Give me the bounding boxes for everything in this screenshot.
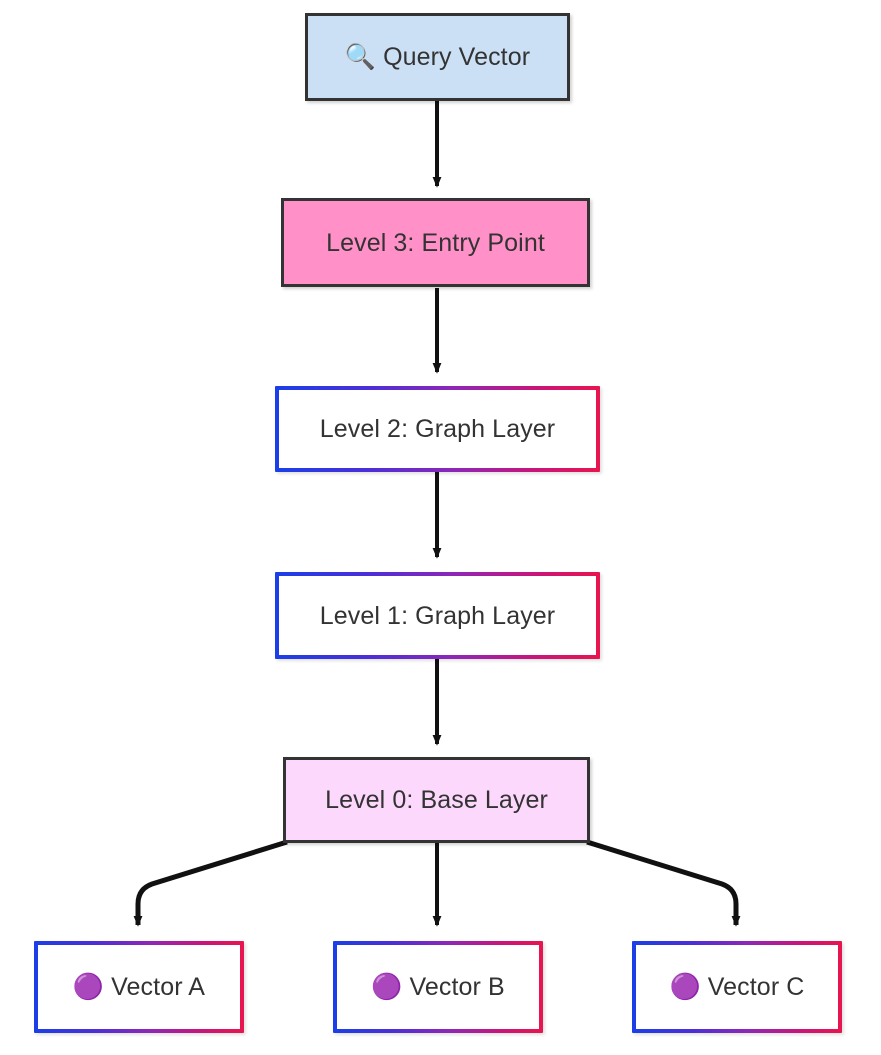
magnifier-icon: 🔍 bbox=[344, 42, 377, 71]
node-query-vector[interactable]: 🔍 Query Vector bbox=[305, 13, 570, 101]
node-level1-label: Level 1: Graph Layer bbox=[319, 601, 556, 630]
purple-circle-icon: 🟣 bbox=[72, 972, 105, 1001]
node-vector-c-content: 🟣 Vector C bbox=[670, 972, 805, 1002]
node-query-vector-content: 🔍 Query Vector bbox=[345, 42, 530, 72]
node-vector-c-label: Vector C bbox=[707, 973, 805, 1001]
node-vector-a[interactable]: 🟣 Vector A bbox=[34, 941, 244, 1033]
node-level2-label: Level 2: Graph Layer bbox=[319, 415, 556, 443]
edge-level0-to-vectorA bbox=[133, 839, 288, 927]
purple-circle-icon: 🟣 bbox=[669, 972, 701, 1001]
node-vector-b-content: 🟣 Vector B bbox=[371, 972, 505, 1002]
edge-level0-to-vectorC bbox=[586, 839, 741, 927]
node-level3-label: Level 3: Entry Point bbox=[326, 228, 545, 257]
node-level2-graph-layer[interactable]: Level 2: Graph Layer bbox=[275, 386, 600, 472]
node-level3-entry-point[interactable]: Level 3: Entry Point bbox=[281, 198, 590, 287]
node-vector-a-label: Vector A bbox=[111, 973, 206, 1001]
node-level1-graph-layer[interactable]: Level 1: Graph Layer bbox=[275, 572, 600, 659]
purple-circle-icon: 🟣 bbox=[371, 972, 403, 1001]
node-level0-base-layer[interactable]: Level 0: Base Layer bbox=[283, 757, 590, 843]
node-vector-a-content: 🟣 Vector A bbox=[73, 972, 205, 1002]
node-query-vector-label: Query Vector bbox=[383, 43, 531, 71]
node-vector-b[interactable]: 🟣 Vector B bbox=[333, 941, 543, 1033]
node-vector-c[interactable]: 🟣 Vector C bbox=[632, 941, 842, 1033]
node-vector-b-label: Vector B bbox=[409, 973, 505, 1001]
node-level0-label: Level 0: Base Layer bbox=[325, 786, 548, 814]
